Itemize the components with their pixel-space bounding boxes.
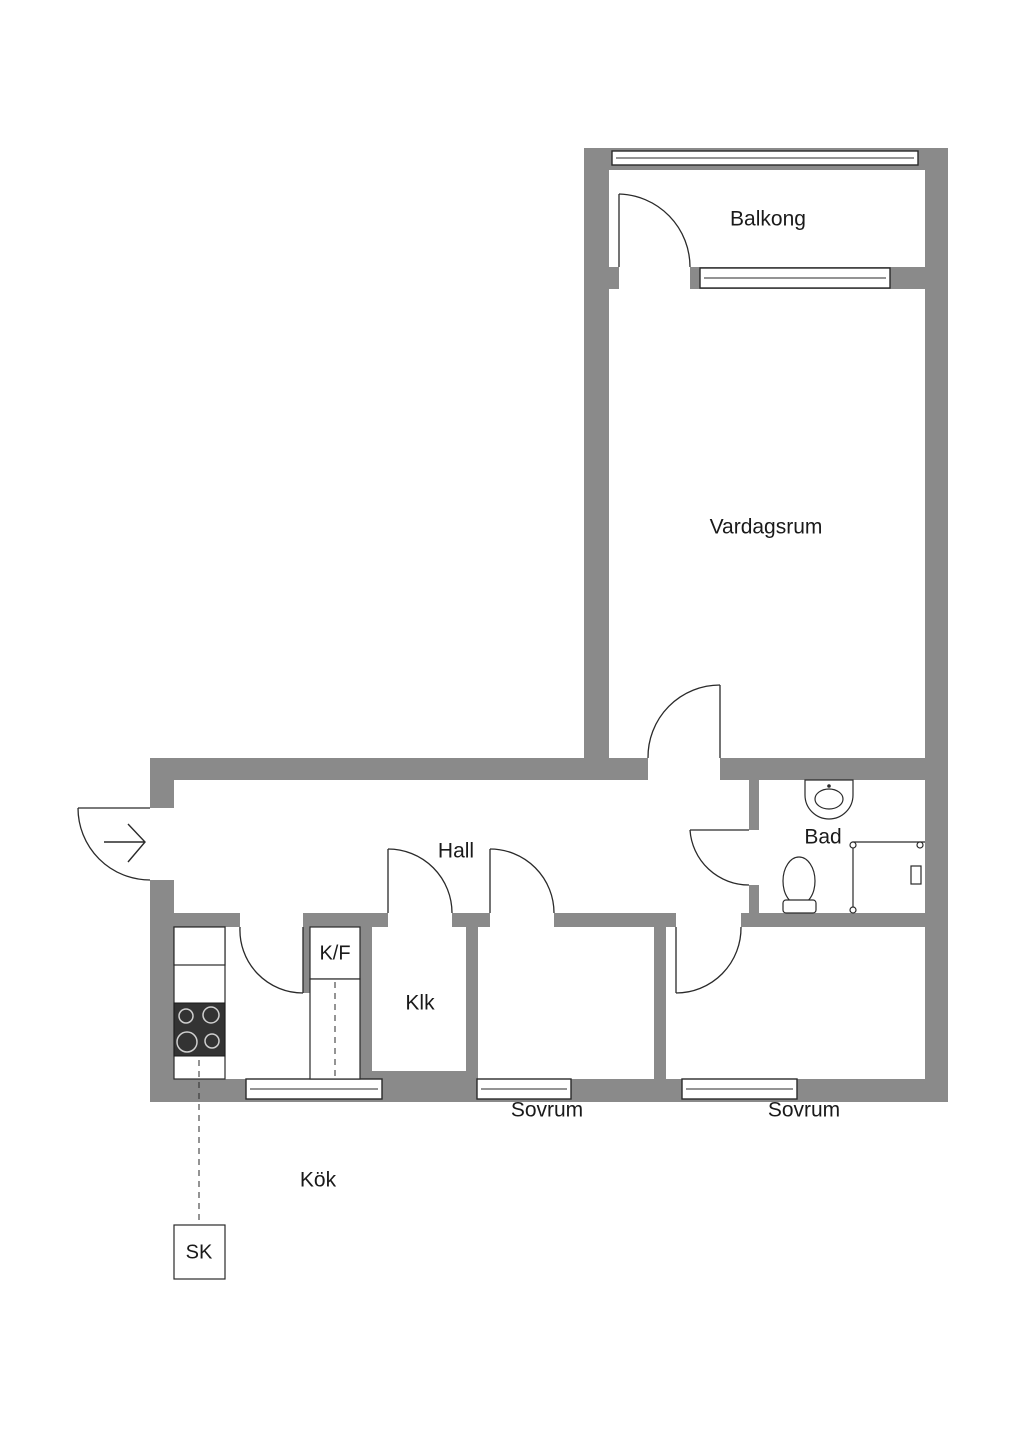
wall-living-west: [584, 148, 609, 760]
door-kitchen: [239, 926, 304, 994]
window-living-balcony: [699, 267, 891, 289]
kitchen-counter-top: [173, 926, 226, 966]
labels: Balkong Vardagsrum Hall Bad Klk Kök Sovr…: [186, 208, 842, 1264]
wall-kok-sovrum: [401, 1071, 418, 1101]
wall-hall-south-b: [303, 913, 388, 927]
toilet-icon: [782, 856, 817, 914]
windows: [245, 150, 919, 1100]
doors: [77, 193, 750, 994]
room-label-kok: Kök: [300, 1169, 337, 1192]
door-bedroom-1: [489, 848, 555, 914]
fixture-label-kf: K/F: [319, 942, 350, 964]
wall-bath-west-b: [749, 885, 759, 927]
room-label-balkong: Balkong: [730, 208, 806, 231]
room-label-klk: Klk: [405, 992, 435, 1015]
wall-klk-west: [360, 913, 372, 1083]
door-bath: [689, 829, 750, 886]
window-bedroom-2: [681, 1078, 798, 1100]
closet-sk: [173, 1224, 226, 1280]
wall-hall-south-a: [150, 913, 240, 927]
room-label-bad: Bad: [804, 826, 841, 849]
door-bedroom-2: [675, 926, 742, 994]
wall-hall-north-right: [720, 758, 948, 780]
room-label-vardagsrum: Vardagsrum: [710, 516, 823, 539]
sink-icon: [804, 779, 854, 820]
room-label-sovrum-2: Sovrum: [768, 1099, 840, 1122]
window-bedroom-1: [476, 1078, 572, 1100]
fixtures: [173, 779, 925, 1280]
entrance-arrow-icon: [104, 823, 146, 863]
fixture-label-sk: SK: [186, 1241, 213, 1263]
window-balcony-north: [611, 150, 919, 166]
wall-kf-stub: [303, 913, 310, 993]
wall-hall-south-d: [554, 913, 676, 927]
wall-klk-east: [466, 913, 478, 1083]
wall-hall-south-e: [741, 913, 948, 927]
wall-balcony-divider-left: [584, 267, 619, 289]
walls: [150, 148, 948, 1102]
window-kitchen: [245, 1078, 383, 1100]
wall-klk-south: [360, 1071, 478, 1083]
wall-west-upper: [150, 758, 174, 808]
door-balcony: [618, 193, 691, 268]
room-label-sovrum-1: Sovrum: [511, 1099, 583, 1122]
room-label-hall: Hall: [438, 840, 474, 863]
shower-icon: [849, 841, 925, 914]
wall-bedroom-divider: [654, 913, 666, 1101]
wall-bath-west-a: [749, 780, 759, 830]
door-living: [647, 684, 721, 759]
wall-hall-north-left: [150, 758, 648, 780]
fridge-freezer: [309, 926, 361, 980]
door-klk: [387, 848, 453, 914]
wall-east: [925, 148, 948, 1102]
door-entrance: [77, 807, 151, 881]
